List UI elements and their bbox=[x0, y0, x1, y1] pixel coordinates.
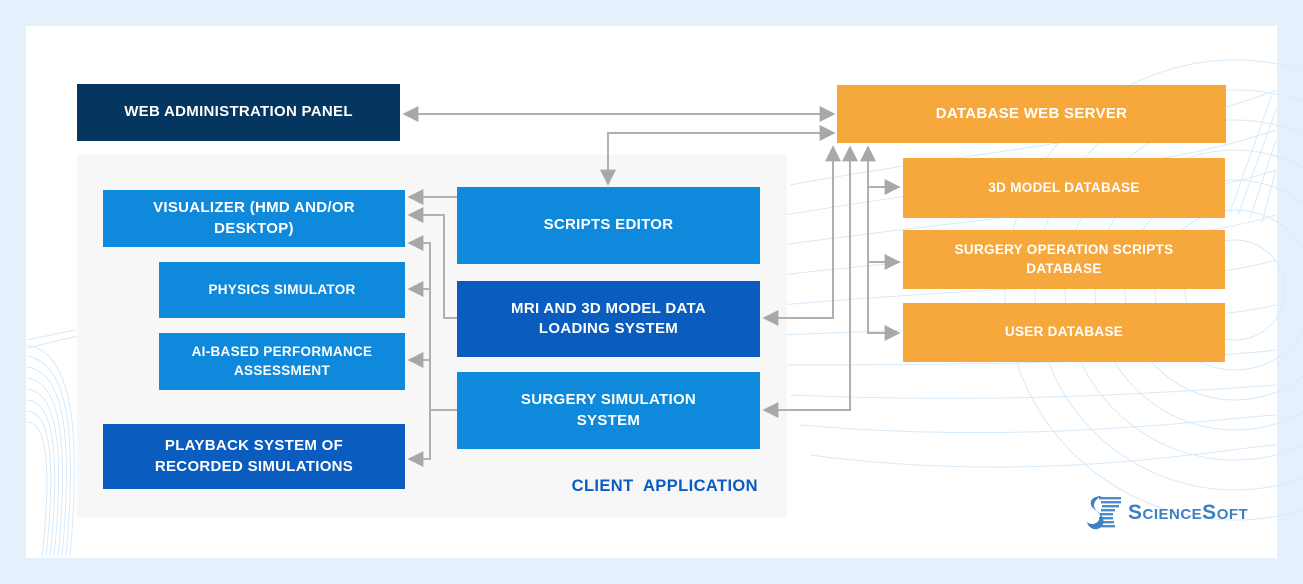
node-label: USER DATABASE bbox=[1004, 324, 1124, 340]
node-label: PHYSICS SIMULATOR bbox=[208, 281, 356, 297]
node-database-web-server: DATABASE WEB SERVER bbox=[837, 85, 1226, 143]
node-web-administration-panel: WEB ADMINISTRATION PANEL bbox=[77, 84, 400, 141]
node-user-database: USER DATABASE bbox=[903, 303, 1225, 362]
node-label: SCRIPTS EDITOR bbox=[543, 216, 674, 234]
node-label: AI-BASED PERFORMANCE ASSESSMENT bbox=[191, 344, 373, 378]
node-scripts-editor: SCRIPTS EDITOR bbox=[457, 187, 760, 264]
sciencesoft-logo-icon bbox=[1087, 496, 1121, 530]
node-label: SURGERY SIMULATION SYSTEM bbox=[520, 391, 697, 429]
node-visualizer: VISUALIZER (HMD AND/OR DESKTOP) bbox=[103, 190, 405, 247]
node-playback-system: PLAYBACK SYSTEM OF RECORDED SIMULATIONS bbox=[103, 424, 405, 489]
node-label: WEB ADMINISTRATION PANEL bbox=[124, 103, 353, 121]
node-surgery-simulation-system: SURGERY SIMULATION SYSTEM bbox=[457, 372, 760, 449]
node-ai-based-performance-assessment: AI-BASED PERFORMANCE ASSESSMENT bbox=[159, 333, 405, 390]
client-application-group-label: CLIENT APPLICATION bbox=[571, 477, 758, 495]
node-mri-loading-system: MRI AND 3D MODEL DATA LOADING SYSTEM bbox=[457, 281, 760, 357]
node-label: SURGERY OPERATION SCRIPTS DATABASE bbox=[954, 242, 1174, 276]
node-label: DATABASE WEB SERVER bbox=[935, 104, 1128, 122]
node-label: MRI AND 3D MODEL DATA LOADING SYSTEM bbox=[511, 299, 706, 337]
node-label: PLAYBACK SYSTEM OF RECORDED SIMULATIONS bbox=[154, 437, 354, 475]
node-surgery-operation-scripts-database: SURGERY OPERATION SCRIPTS DATABASE bbox=[903, 230, 1225, 289]
node-label: 3D MODEL DATABASE bbox=[988, 179, 1140, 195]
sciencesoft-logo: ScienceSoft bbox=[1086, 494, 1248, 532]
node-label: VISUALIZER (HMD AND/OR DESKTOP) bbox=[153, 199, 355, 237]
sciencesoft-logo-text: ScienceSoft bbox=[1128, 501, 1249, 524]
node-3d-model-database: 3D MODEL DATABASE bbox=[903, 158, 1225, 218]
node-physics-simulator: PHYSICS SIMULATOR bbox=[159, 262, 405, 318]
